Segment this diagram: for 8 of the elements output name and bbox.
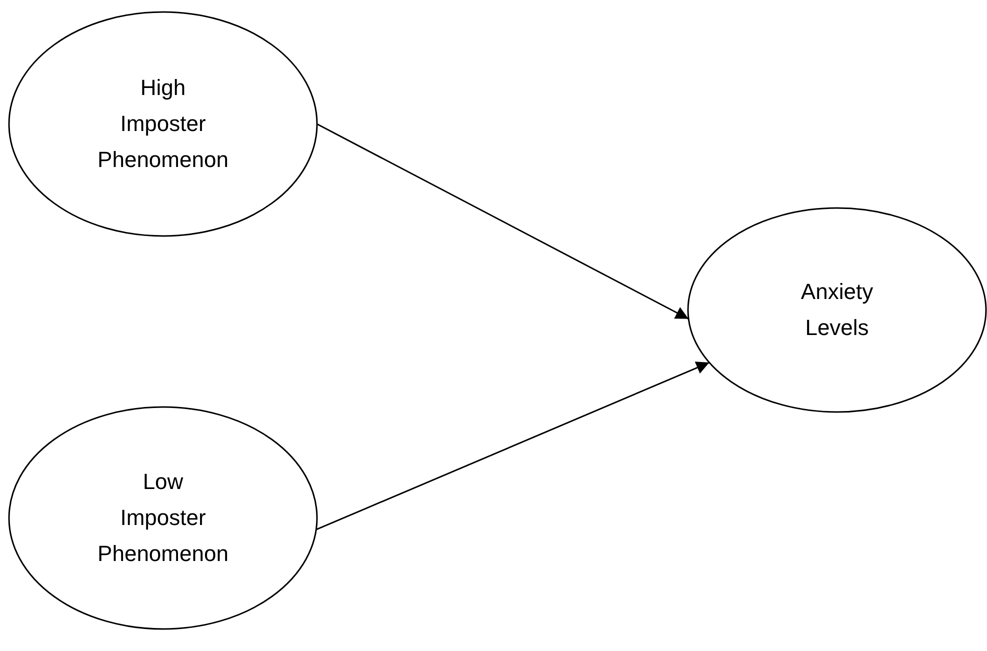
node-label: High Imposter Phenomenon	[97, 74, 229, 174]
arrow	[316, 362, 710, 530]
ellipse-node	[9, 407, 317, 629]
arrow	[316, 123, 689, 320]
node-label: Anxiety Levels	[800, 278, 874, 342]
ellipse-node	[688, 208, 986, 412]
ellipse-node	[9, 12, 317, 236]
node-label: Low Imposter Phenomenon	[97, 468, 229, 568]
